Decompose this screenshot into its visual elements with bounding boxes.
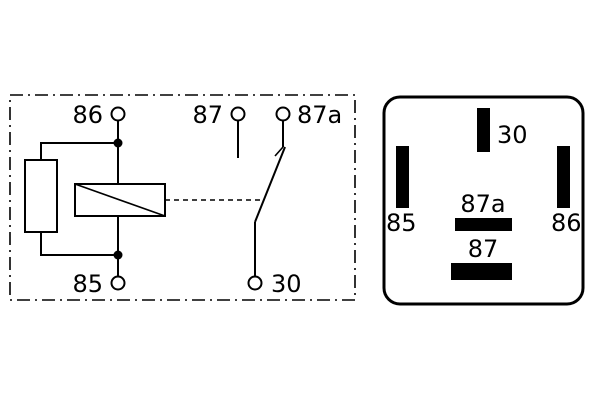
junction-dot-bottom [113, 250, 123, 260]
pinout-label-87: 87 [468, 235, 499, 263]
relay-outline [382, 95, 585, 306]
resistor-symbol [24, 159, 58, 233]
pin-bar-85 [396, 146, 409, 208]
relay-schematic-labels: 86 87 87a 85 30 [72, 101, 342, 298]
schematic-label-30: 30 [271, 270, 302, 298]
pinout-label-86: 86 [551, 209, 582, 237]
pinout-label-85: 85 [386, 209, 417, 237]
terminal-circle-85 [110, 275, 126, 291]
pin-bar-86 [557, 146, 570, 208]
schematic-label-87: 87 [192, 101, 223, 129]
terminal-circle-30 [247, 275, 263, 291]
terminal-circle-87 [230, 106, 246, 122]
pin-bar-30 [477, 108, 490, 152]
relay-pinout: 30 85 86 87a 87 [382, 95, 585, 306]
terminal-circle-86 [110, 106, 126, 122]
pin-bar-87a [455, 218, 512, 231]
terminal-circle-87a [275, 106, 291, 122]
pinout-label-87a: 87a [460, 190, 505, 218]
junction-dot-top [113, 138, 123, 148]
relay-schematic [9, 94, 356, 301]
pin-bar-87 [451, 263, 512, 280]
schematic-label-86: 86 [72, 101, 103, 129]
pinout-label-30: 30 [497, 121, 528, 149]
contact-87a-tick [274, 146, 284, 157]
schematic-label-87a: 87a [297, 101, 342, 129]
wire-resistor-top [40, 142, 118, 160]
wire-resistor-bottom [40, 232, 118, 256]
schematic-label-85: 85 [72, 270, 103, 298]
switch-arm [254, 146, 286, 223]
coil-diagonal [74, 183, 166, 217]
